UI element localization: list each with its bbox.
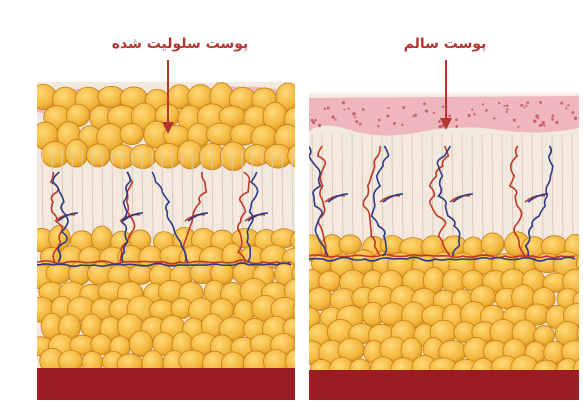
epidermis-dot [513, 119, 516, 122]
epidermis-dot [468, 114, 471, 117]
epidermis-dot [537, 117, 539, 119]
epidermis-dot [473, 113, 475, 115]
epidermis-dot [552, 114, 555, 117]
epidermis-dot [343, 109, 345, 111]
epidermis-dot [359, 123, 362, 126]
subcutaneous-fat-left [28, 225, 319, 376]
label-healthy-skin: پوست سالم [380, 36, 510, 52]
epidermis-dot [539, 124, 542, 127]
epidermis-dot [425, 109, 428, 112]
label-cellulite-skin: پوست سلولیت شده [100, 36, 260, 52]
epidermis-dot [324, 108, 326, 110]
epidermis-dot [402, 106, 405, 109]
epidermis-dot [539, 101, 542, 104]
epidermis-dot [572, 111, 575, 114]
epidermis-dot [355, 120, 358, 123]
epidermis-dot [517, 126, 519, 128]
epidermis-dot [524, 106, 526, 108]
epidermis-dot [442, 106, 444, 108]
fat-cell [481, 233, 504, 256]
epidermis-dot [388, 107, 390, 109]
epidermis-dot [378, 119, 381, 122]
epidermis-dot [506, 108, 508, 110]
epidermis-dot [401, 124, 403, 126]
epidermis-dot [565, 107, 567, 109]
epidermis-dot [503, 105, 505, 107]
epidermis-dot [440, 124, 443, 127]
fat-cell [91, 226, 112, 251]
epidermis-dot [505, 111, 507, 113]
epidermis-dot [526, 105, 528, 107]
epidermis-dot [482, 103, 484, 105]
epidermis-dot [412, 115, 414, 117]
epidermis-dot [312, 121, 315, 124]
epidermis-dot [544, 125, 546, 127]
epidermis-dot [485, 109, 488, 112]
epidermis-dot [354, 116, 356, 118]
epidermis-dot [520, 104, 523, 107]
epidermis-dot [315, 119, 317, 121]
epidermis-dot [471, 108, 473, 110]
fat-cell [87, 144, 111, 167]
fat-cell [65, 139, 88, 167]
epidermis-dot [433, 112, 435, 114]
subcutaneous-fat-right [297, 232, 583, 383]
epidermis-dot [560, 102, 563, 105]
epidermis-dot [498, 102, 500, 104]
epidermis-dot [362, 108, 365, 111]
epidermis-dot [377, 125, 379, 127]
epidermis-dot [334, 119, 336, 121]
epidermis-dot [332, 116, 335, 119]
epidermis-dot [348, 107, 350, 109]
epidermis-dot [423, 102, 426, 105]
fat-cell [120, 124, 143, 145]
epidermis-dot [393, 122, 396, 125]
epidermis-dot [574, 116, 578, 120]
epidermis-dot [448, 114, 451, 117]
cellulite-skin-panel [25, 82, 319, 408]
epidermis-dot [352, 112, 356, 116]
epidermis-dot [455, 125, 458, 128]
epidermis-dot [555, 121, 558, 124]
epidermis-dot [318, 124, 321, 127]
epidermis-dot [506, 104, 509, 107]
epidermis-dot [551, 118, 554, 121]
epidermis-dot [493, 117, 495, 119]
epidermis-dot [455, 118, 458, 121]
epidermis-dot [526, 101, 529, 104]
epidermis-dot [342, 101, 345, 104]
epidermis-dot [327, 107, 330, 110]
epidermis-dot [533, 120, 536, 123]
epidermis-dot [567, 104, 569, 106]
healthy-skin-panel [295, 94, 583, 409]
epidermis-dot [438, 120, 441, 123]
epidermis-dot [386, 114, 389, 117]
epidermis-dot [541, 124, 544, 127]
